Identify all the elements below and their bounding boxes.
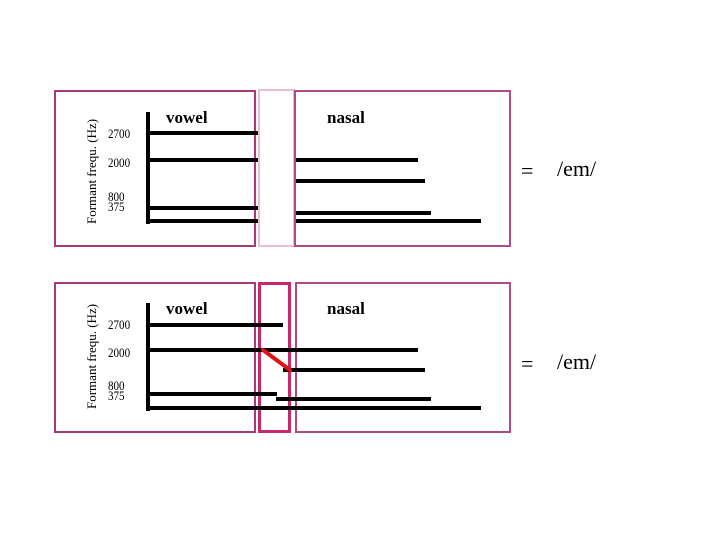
transition-box — [258, 282, 291, 433]
vowel-formant-2700 — [146, 323, 283, 327]
y-axis — [146, 112, 150, 224]
nasal-formant-3 — [296, 211, 431, 215]
y-axis — [146, 303, 150, 411]
vowel-label: vowel — [166, 299, 208, 318]
formant-375-continuous — [146, 406, 481, 410]
vowel-formant-2000 — [146, 158, 258, 162]
vowel-box — [54, 90, 256, 247]
tick-2700: 2700 — [108, 317, 131, 332]
tick-2000: 2000 — [108, 155, 131, 170]
nasal-box — [295, 282, 511, 433]
nasal-formant-2 — [296, 179, 425, 183]
tick-2700: 2700 — [108, 126, 131, 141]
nasal-formant-2 — [283, 368, 425, 372]
nasal-label: nasal — [327, 299, 365, 318]
vowel-formant-800 — [146, 392, 277, 396]
result-phoneme: /em/ — [557, 156, 597, 181]
nasal-formant-4 — [296, 219, 481, 223]
vowel-formant-2700 — [146, 131, 258, 135]
vowel-formant-375 — [146, 219, 258, 223]
tick-375: 375 — [108, 199, 125, 214]
formant-2000-continuous — [146, 348, 418, 352]
nasal-box — [294, 90, 511, 247]
nasal-formant-1 — [296, 158, 418, 162]
tick-375: 375 — [108, 388, 125, 403]
tick-2000: 2000 — [108, 345, 131, 360]
vowel-box — [54, 282, 256, 433]
tick-800: 800 — [108, 378, 125, 393]
nasal-formant-3 — [276, 397, 431, 401]
equals-sign: = — [521, 351, 534, 376]
vowel-formant-800 — [146, 206, 258, 210]
tick-800: 800 — [108, 189, 125, 204]
result-phoneme: /em/ — [557, 349, 597, 374]
vowel-label: vowel — [166, 108, 208, 127]
equals-sign: = — [521, 158, 534, 183]
nasal-label: nasal — [327, 108, 365, 127]
